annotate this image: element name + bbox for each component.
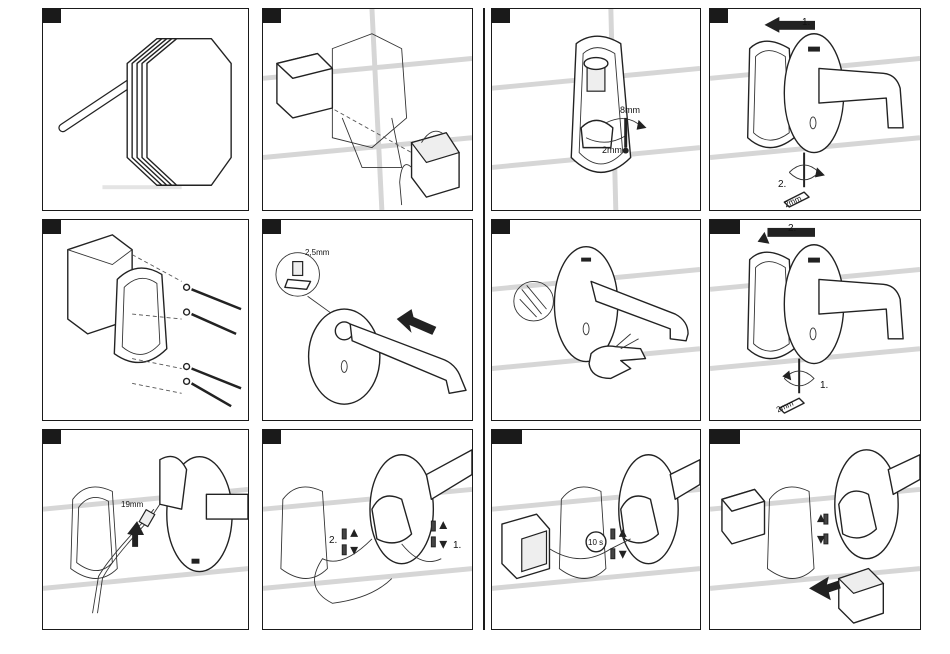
- step-panel-10: 2. 1.: [262, 429, 473, 630]
- wrench-size-label: 8mm: [620, 105, 640, 115]
- step-panel-2: [262, 8, 473, 211]
- power-connection-illustration: [492, 430, 700, 629]
- step-panel-1: [42, 8, 249, 211]
- faucet-removal-illustration: [710, 220, 920, 420]
- wrench-size-label: 19mm: [121, 500, 143, 509]
- step-order-label-1: 1.: [802, 17, 810, 28]
- step-panel-12: [709, 429, 921, 630]
- step-order-label-1: 1.: [453, 540, 461, 551]
- faucet-fixing-illustration: [710, 9, 920, 210]
- insulation-shell-illustration: [43, 9, 248, 210]
- step-panel-5: [42, 219, 249, 421]
- hex-key-size-label: 2mm: [602, 145, 622, 155]
- cable-connectors-illustration: [263, 430, 472, 629]
- column-divider: [483, 8, 485, 630]
- step-panel-6: 2,5mm: [262, 219, 473, 421]
- step-panel-8: 2. 1. 2mm: [709, 219, 921, 421]
- step-panel-7: [491, 219, 701, 421]
- hose-connection-illustration: [43, 430, 248, 629]
- valve-adjustment-illustration: [492, 9, 700, 210]
- step-order-label-2: 2.: [778, 179, 786, 190]
- step-panel-4: 1. 2. 2mm: [709, 8, 921, 211]
- step-panel-3: 8mm 2mm: [491, 8, 701, 211]
- step-order-label-1: 1.: [820, 380, 828, 391]
- hex-key-size-label: 2,5mm: [305, 248, 329, 257]
- transformer-removal-illustration: [710, 430, 920, 629]
- spout-insert-illustration: [263, 220, 472, 420]
- wait-time-label: 10 s: [588, 538, 603, 547]
- step-panel-11: 10 s: [491, 429, 701, 630]
- mounting-box-transformer-illustration: [263, 9, 472, 210]
- step-order-label-2: 2.: [329, 535, 337, 546]
- frame-screws-illustration: [43, 220, 248, 420]
- step-panel-9: 19mm: [42, 429, 249, 630]
- step-order-label-2: 2.: [788, 223, 796, 234]
- hand-sensor-test-illustration: [492, 220, 700, 420]
